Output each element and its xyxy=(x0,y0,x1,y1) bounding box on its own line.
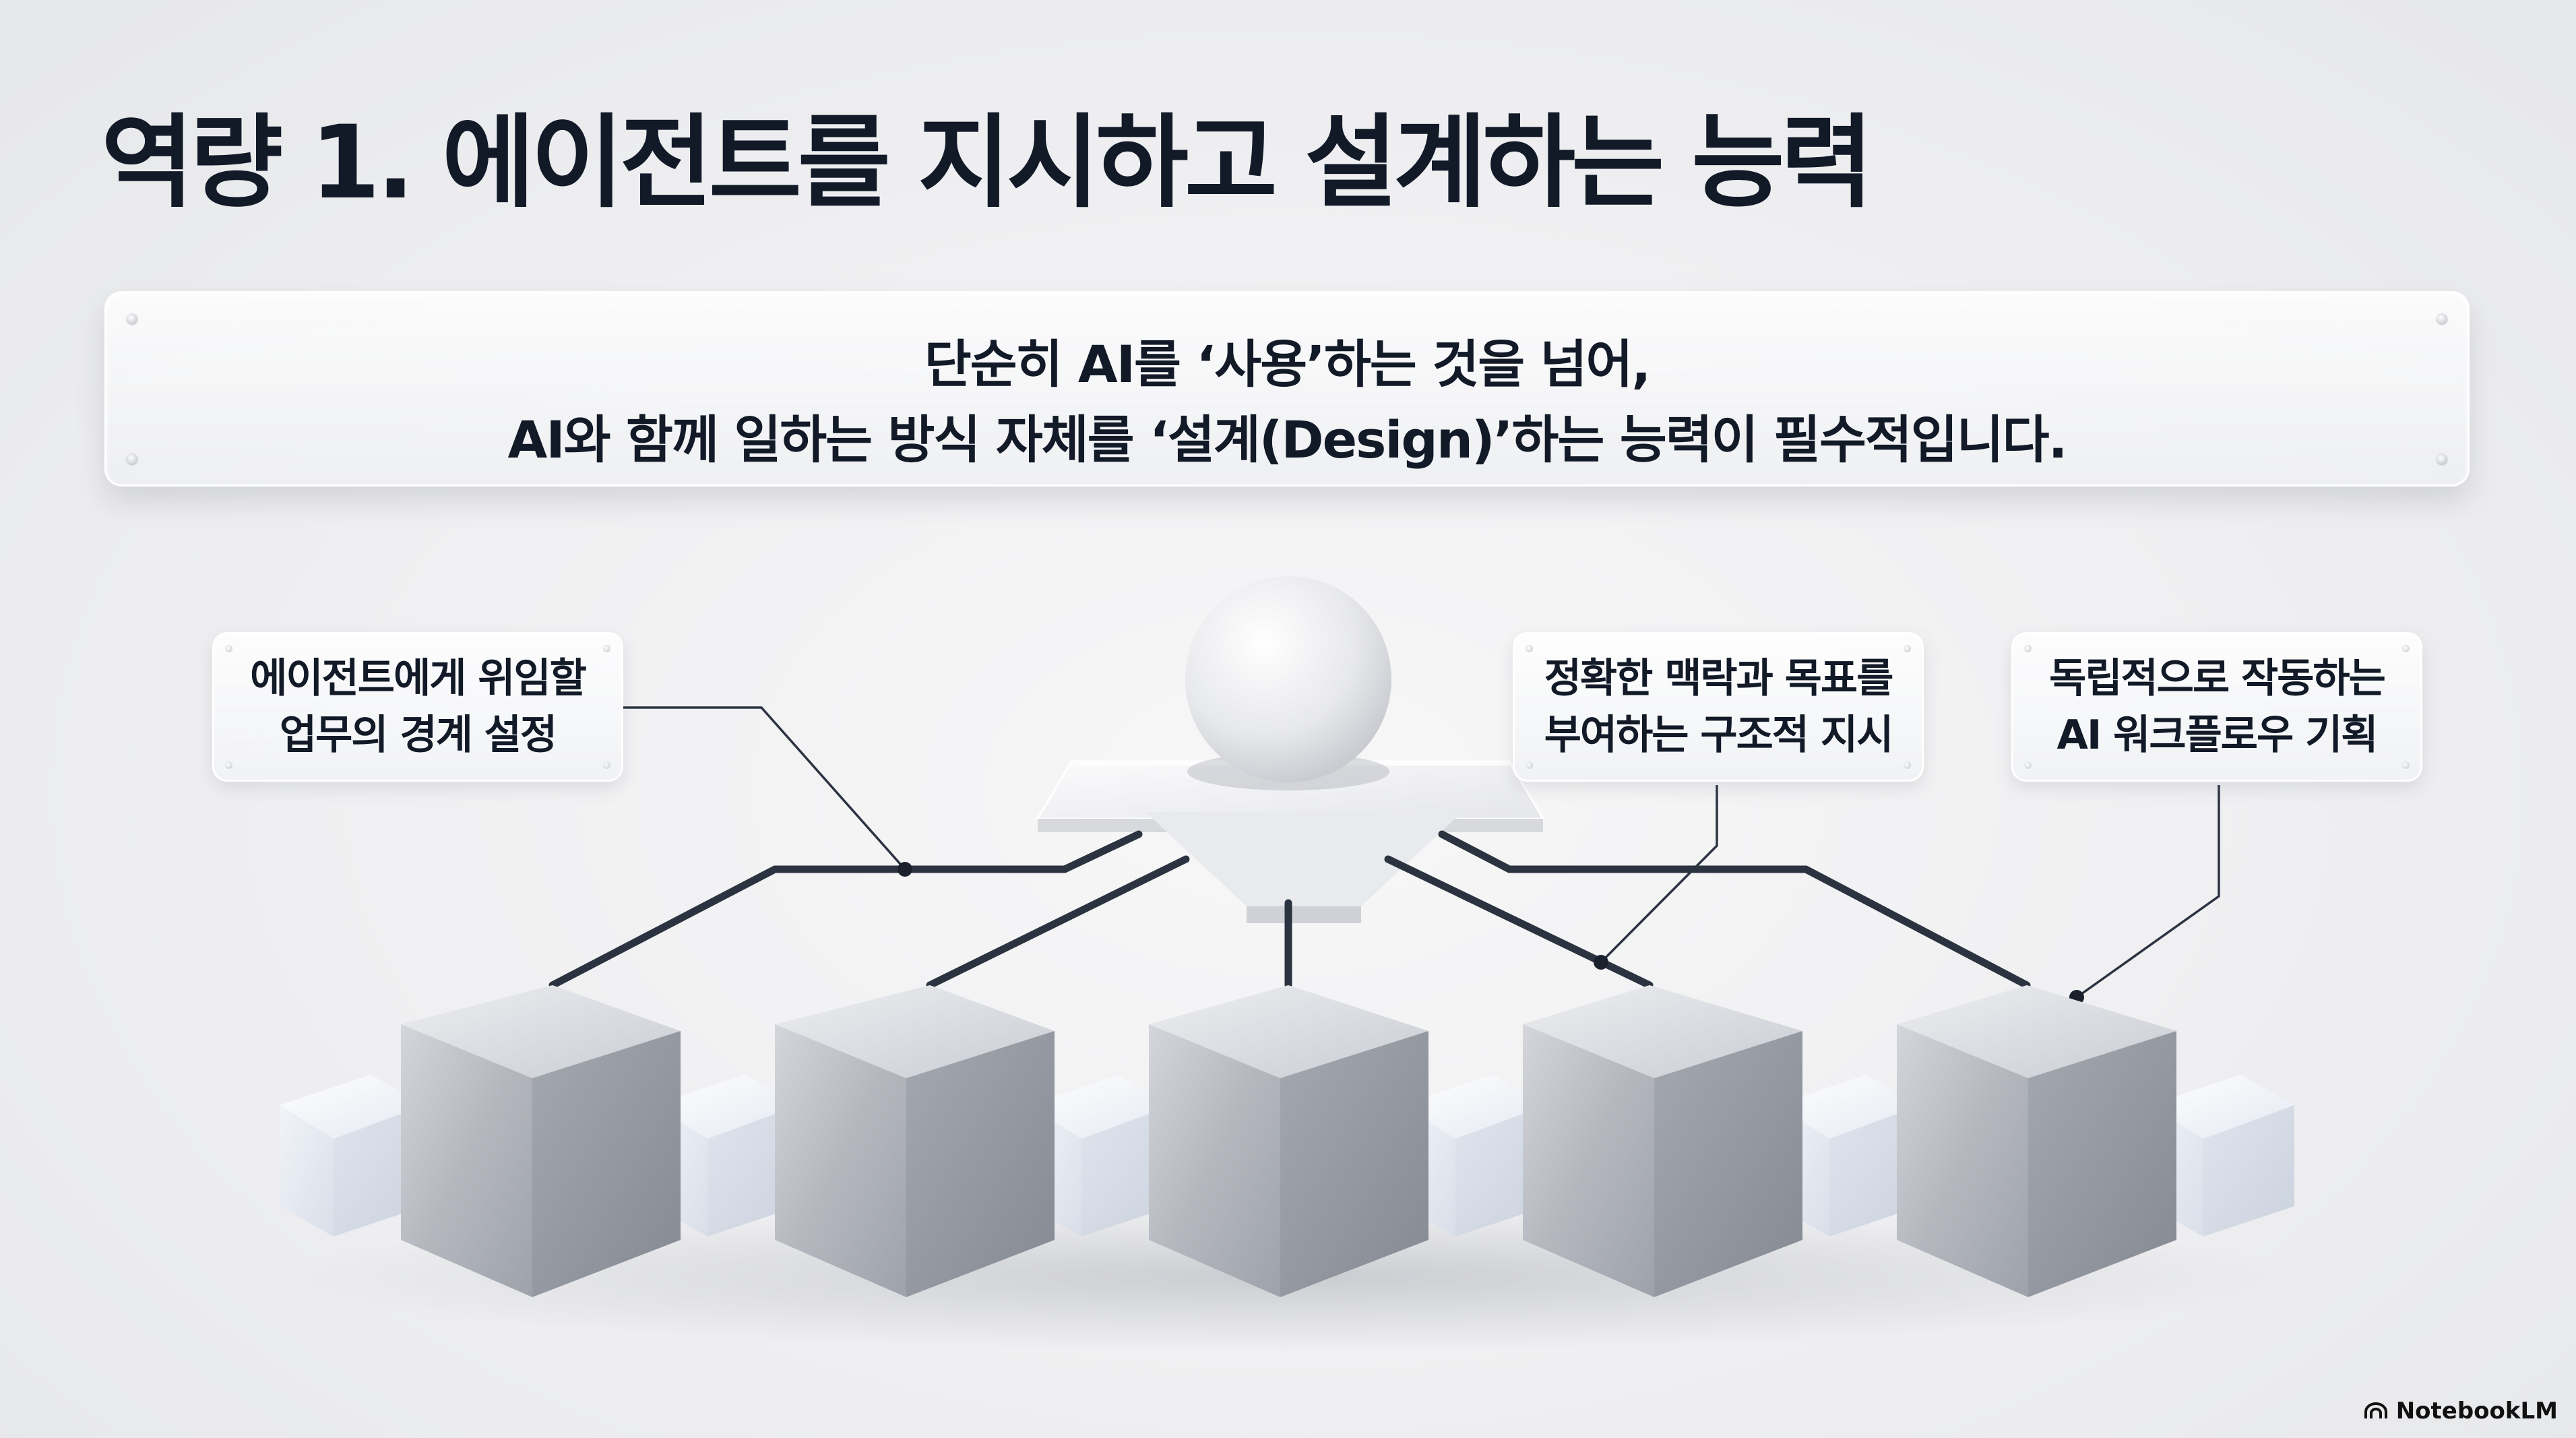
callout-task-boundary: 에이전트에게 위임할 업무의 경계 설정 xyxy=(212,632,623,782)
screw-icon xyxy=(2024,645,2032,652)
callout-line-1: 정확한 맥락과 목표를 xyxy=(1544,655,1894,702)
central-hub xyxy=(1036,760,1545,923)
screw-icon xyxy=(2437,454,2447,464)
callout-leaders xyxy=(623,706,2220,999)
brand-label: NotebookLM xyxy=(2395,1398,2558,1425)
agent-cubes xyxy=(401,985,2176,1297)
agent-cube xyxy=(1523,985,1802,1297)
callout-structured-instruction: 정확한 맥락과 목표를 부여하는 구조적 지시 xyxy=(1513,632,1924,782)
callout-line-2: 업무의 경계 설정 xyxy=(279,712,557,759)
screw-icon xyxy=(1526,645,1533,652)
callout-line-2: AI 워크플로우 기획 xyxy=(2056,712,2379,759)
callout-line-2: 부여하는 구조적 지시 xyxy=(1544,712,1894,759)
screw-icon xyxy=(2402,645,2410,652)
agent-cube xyxy=(1149,985,1428,1297)
screw-icon xyxy=(603,645,610,652)
screw-icon xyxy=(2437,313,2447,324)
screw-icon xyxy=(225,761,232,769)
agent-cube xyxy=(401,985,681,1297)
notebooklm-brand: NotebookLM xyxy=(2364,1398,2558,1425)
slide-title: 역량 1. 에이전트를 지시하고 설계하는 능력 xyxy=(101,104,1873,222)
agent-cube xyxy=(775,985,1055,1297)
agent-cube xyxy=(1897,985,2176,1297)
screw-icon xyxy=(1526,761,1533,769)
screw-icon xyxy=(1904,761,1911,769)
banner-line-1: 단순히 AI를 ‘사용’하는 것을 넘어, xyxy=(924,334,1652,394)
leader-dots xyxy=(898,862,2084,1005)
screw-icon xyxy=(2024,761,2032,769)
callout-workflow-planning: 독립적으로 작동하는 AI 워크플로우 기획 xyxy=(2011,632,2422,782)
screw-icon xyxy=(2402,761,2410,769)
screw-icon xyxy=(127,454,137,464)
screw-icon xyxy=(603,761,610,769)
screw-icon xyxy=(127,313,137,324)
sphere-icon xyxy=(1185,576,1391,782)
notebooklm-logo-icon xyxy=(2364,1402,2387,1418)
summary-banner: 단순히 AI를 ‘사용’하는 것을 넘어, AI와 함께 일하는 방식 자체를 … xyxy=(104,291,2470,487)
screw-icon xyxy=(1904,645,1911,652)
callout-line-1: 독립적으로 작동하는 xyxy=(2049,655,2386,702)
banner-line-2: AI와 함께 일하는 방식 자체를 ‘설계(Design)’하는 능력이 필수적… xyxy=(507,410,2068,470)
screw-icon xyxy=(225,645,232,652)
callout-line-1: 에이전트에게 위임할 xyxy=(250,655,587,702)
